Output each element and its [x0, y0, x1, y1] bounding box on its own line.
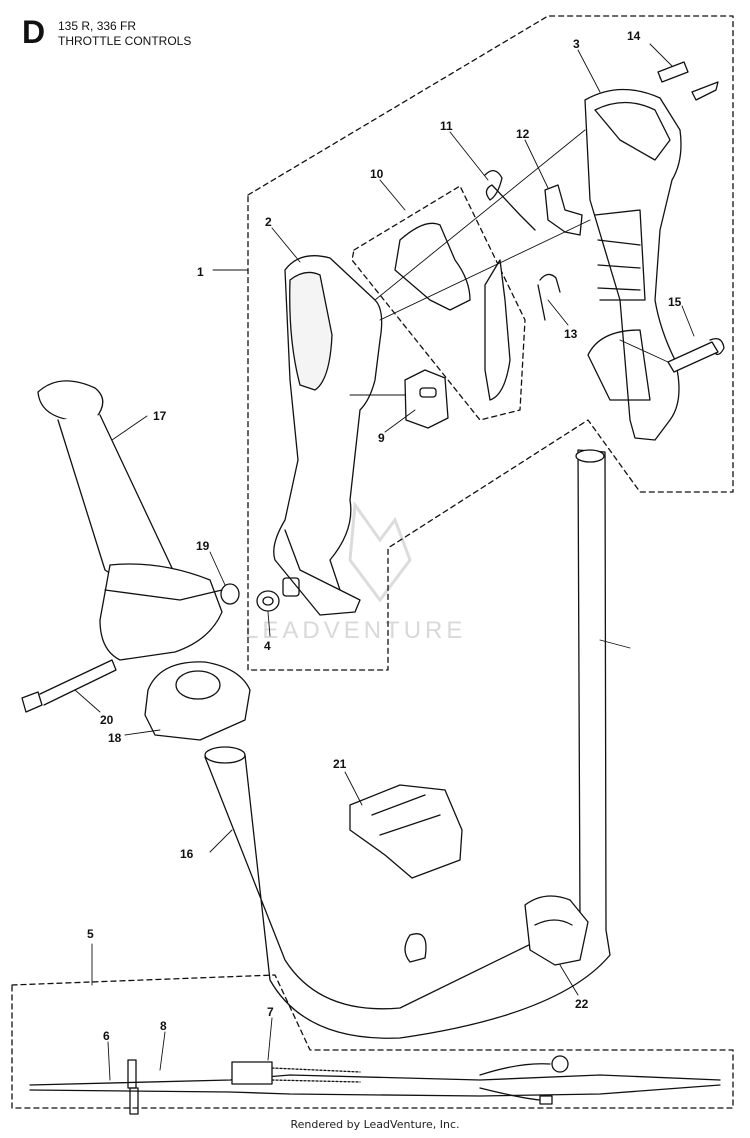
callout-17: 17 [153, 409, 167, 423]
callout-10: 10 [370, 167, 384, 181]
callout-4: 4 [264, 639, 271, 653]
model-number: 135 R, 336 FR [58, 19, 137, 33]
watermark-text: LEADVENTURE [245, 617, 466, 644]
lever-12 [544, 184, 583, 236]
bolt-20 [21, 659, 117, 713]
handle-half-right [584, 88, 682, 441]
nut-19 [220, 583, 240, 605]
callout-14: 14 [627, 29, 641, 43]
screw-14 [657, 61, 719, 101]
callout-19: 19 [196, 539, 210, 553]
callout-18: 18 [108, 731, 122, 745]
clip-21 [349, 784, 463, 879]
callout-13: 13 [564, 327, 578, 341]
diagram-subtitle: THROTTLE CONTROLS [58, 34, 192, 48]
assembly-outline-10 [351, 185, 526, 421]
handle-half-left [273, 255, 383, 616]
callout-9: 9 [378, 431, 385, 445]
footer-credit: Rendered by LeadVenture, Inc. [290, 1118, 460, 1131]
spring-13 [537, 273, 561, 321]
throttle-trigger [394, 222, 511, 401]
nut-4 [256, 590, 280, 612]
callout-16: 16 [180, 847, 194, 861]
section-letter: D [22, 14, 46, 50]
watermark: LEADVENTURE [245, 500, 466, 644]
callout-11: 11 [440, 119, 453, 133]
callout-22: 22 [575, 997, 589, 1011]
alignment-lines [349, 129, 669, 396]
stop-switch [404, 369, 449, 429]
assembly-outline-1 [247, 15, 734, 671]
callout-21: 21 [333, 757, 347, 771]
callout-7: 7 [267, 1005, 274, 1019]
callout-20: 20 [100, 713, 114, 727]
callout-3: 3 [573, 37, 580, 51]
callout-2: 2 [265, 215, 272, 229]
callout-labels: 1 2 3 4 5 6 7 8 9 10 11 12 13 14 15 16 1… [87, 29, 682, 1043]
callout-6: 6 [103, 1029, 110, 1043]
screw-15 [667, 337, 725, 373]
clamp-18 [144, 661, 251, 741]
watermark-logo [348, 500, 412, 603]
callout-8: 8 [160, 1019, 167, 1033]
leader-lines [74, 43, 695, 1081]
throttle-cable-5 [29, 1055, 721, 1115]
grip-17 [37, 380, 223, 661]
callout-12: 12 [516, 127, 530, 141]
clip-22 [524, 895, 589, 966]
callout-15: 15 [668, 295, 682, 309]
spring-11 [484, 170, 536, 231]
tube-16 [204, 449, 611, 1039]
assembly-outline-5 [11, 974, 734, 1109]
callout-1: 1 [197, 265, 204, 279]
callout-5: 5 [87, 927, 94, 941]
